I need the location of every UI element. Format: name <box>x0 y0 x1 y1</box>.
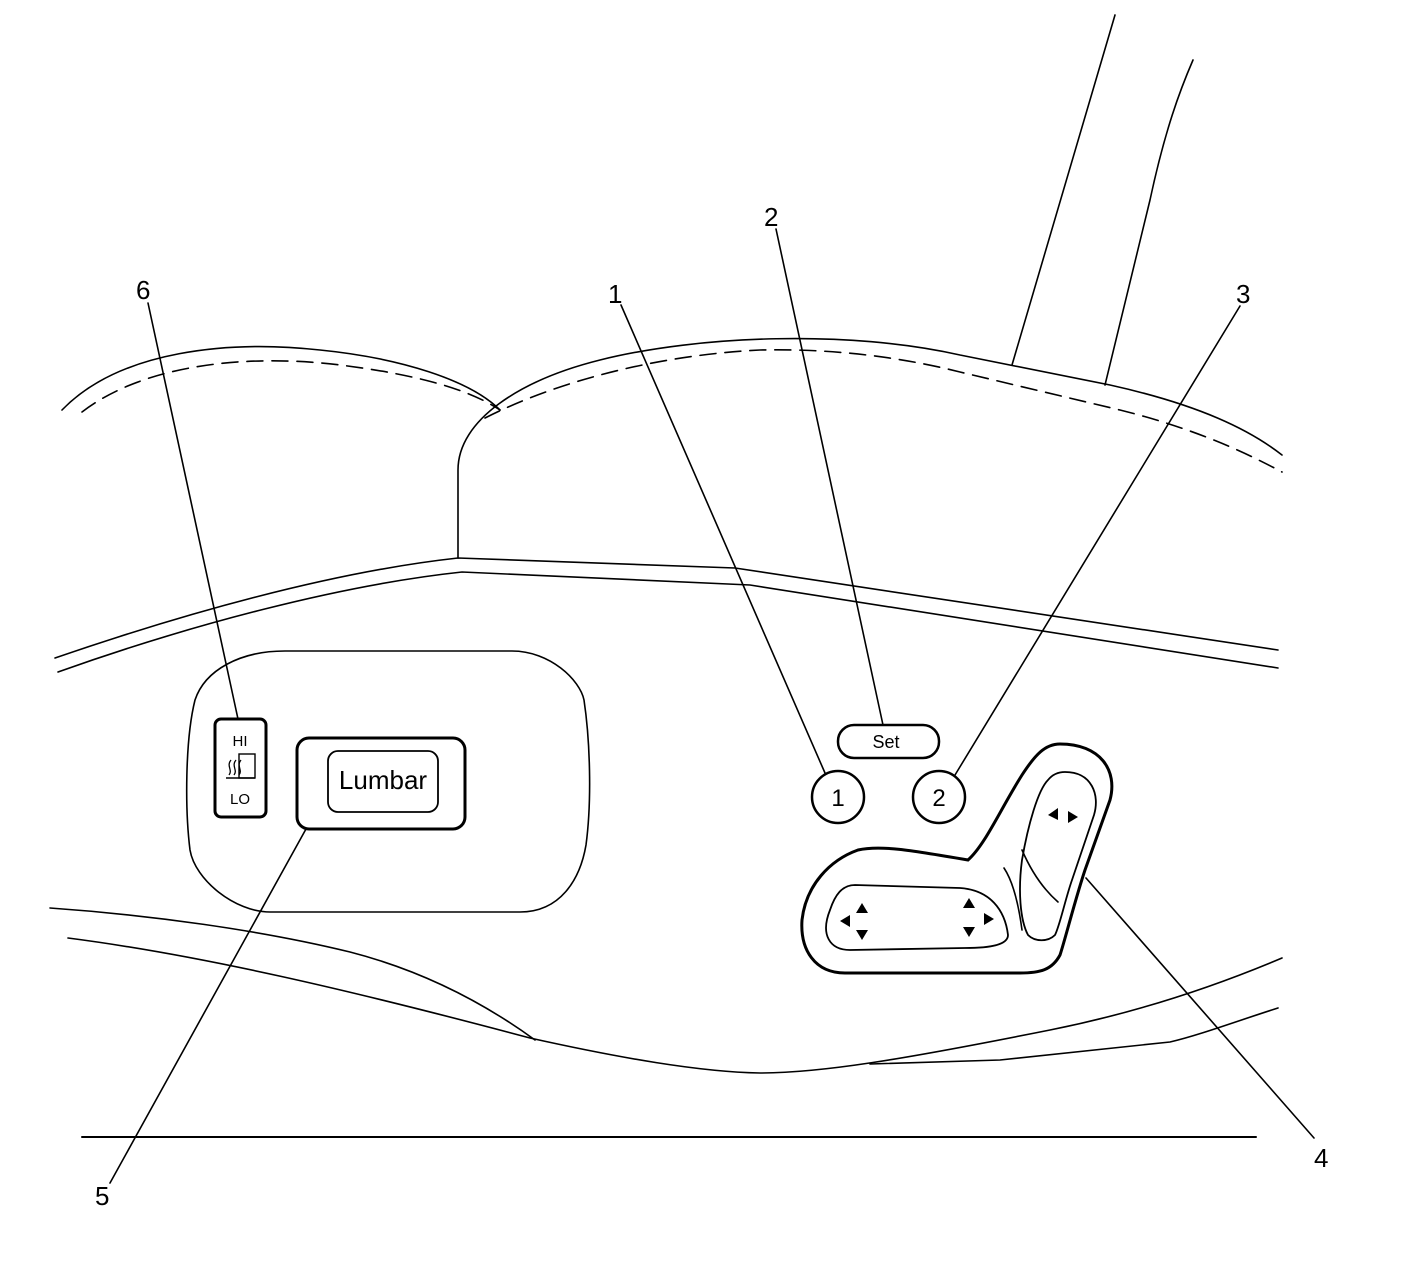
callout-1: 1 <box>608 279 622 309</box>
lumbar-button[interactable]: Lumbar <box>295 736 467 831</box>
memory-set-label: Set <box>872 732 899 752</box>
callout-numbers: 6 1 2 3 4 5 <box>95 202 1328 1211</box>
left-control-panel <box>185 650 591 913</box>
arrow-up-icon <box>963 898 975 908</box>
power-seat-adjuster[interactable] <box>800 742 1114 975</box>
leader-lines <box>109 228 1315 1184</box>
memory-set-button[interactable]: Set <box>836 723 941 760</box>
seat-side-trim <box>49 557 1283 1138</box>
callout-4: 4 <box>1314 1143 1328 1173</box>
callout-3: 3 <box>1236 279 1250 309</box>
arrow-left-icon <box>1048 808 1058 820</box>
callout-6: 6 <box>136 275 150 305</box>
seat-cushion-control[interactable] <box>825 884 1009 951</box>
callout-5: 5 <box>95 1181 109 1211</box>
arrow-down-icon <box>856 930 868 940</box>
memory-2-button[interactable]: 2 <box>911 769 967 825</box>
heated-seat-switch[interactable]: HI LO <box>213 717 268 819</box>
callout-2: 2 <box>764 202 778 232</box>
arrow-right-icon <box>984 913 994 925</box>
seat-back-outline <box>61 14 1283 559</box>
heated-seat-hi-label: HI <box>233 733 248 750</box>
memory-1-button[interactable]: 1 <box>810 769 866 825</box>
arrow-left-icon <box>840 915 850 927</box>
arrow-right-icon <box>1068 811 1078 823</box>
heated-seat-icon <box>226 753 256 779</box>
memory-2-label: 2 <box>932 785 945 812</box>
lumbar-button-label: Lumbar <box>339 765 427 795</box>
memory-1-label: 1 <box>831 785 844 812</box>
arrow-down-icon <box>963 927 975 937</box>
arrow-up-icon <box>856 903 868 913</box>
heated-seat-lo-label: LO <box>230 791 250 808</box>
seatback-recline-control[interactable] <box>1019 771 1097 942</box>
